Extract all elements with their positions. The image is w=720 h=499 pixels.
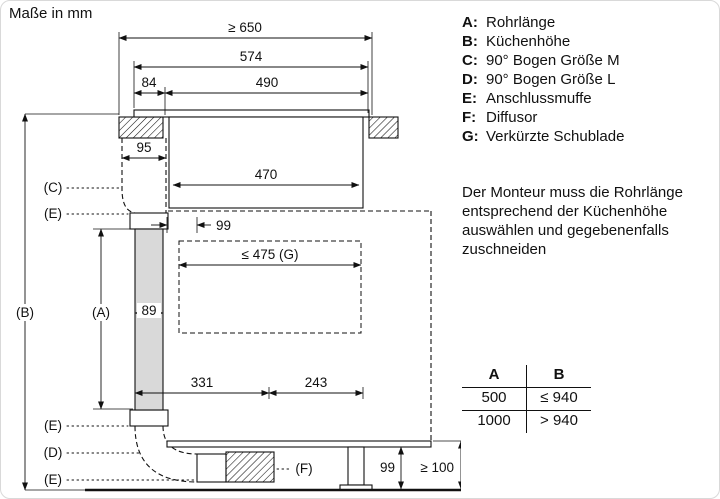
dim-label-duct-width: 89: [141, 303, 156, 318]
bend-d-dashed: [134, 425, 198, 483]
dimension-hob-width: 574: [133, 49, 369, 113]
vertical-duct: [134, 228, 164, 411]
dimension-bottom-widths: 331 243: [134, 375, 364, 399]
dim-label-plenum-width: 470: [255, 167, 278, 182]
dim-label-offset-right: 490: [256, 75, 279, 90]
legend-item: E: Anschlussmuffe: [462, 89, 624, 108]
connector-sleeve-bottom: [129, 409, 169, 427]
bend-c-dashed: [121, 138, 167, 214]
label-a: (A): [92, 305, 110, 320]
label-c: (C): [44, 180, 63, 195]
legend-item-label: Diffusor: [486, 109, 538, 126]
dimension-bend-depth: 95: [121, 140, 167, 161]
dim-label-bottom-left: 331: [191, 375, 214, 390]
legend-item-key: E:: [462, 90, 477, 107]
label-e-mid: (E): [44, 418, 62, 433]
dimension-offsets: 84 490: [133, 75, 369, 115]
dim-label-duct-top-depth: 99: [216, 218, 231, 233]
diffusor: [225, 451, 275, 483]
size-table-cell: 500: [462, 387, 527, 411]
legend-item-key: C:: [462, 52, 478, 69]
legend-item: C: 90° Bogen Größe M: [462, 51, 624, 70]
duct-end-piece: [196, 453, 227, 483]
size-table-cell: ≤ 940: [540, 389, 578, 406]
technical-drawing: ≥ 650 574 84 490 95 470: [8, 20, 461, 492]
legend-item-label: Verkürzte Schublade: [486, 128, 625, 145]
size-table-header-a: A: [462, 365, 527, 388]
dim-label-top-width: ≥ 650: [228, 20, 262, 35]
installer-note: Der Monteur muss die Rohrlänge entsprech…: [462, 184, 683, 258]
dimension-kitchen-height: (B): [8, 113, 119, 491]
label-b: (B): [16, 305, 34, 320]
size-table-row: 500 ≤ 940: [462, 387, 591, 411]
dimension-plinth-height: 99: [367, 446, 407, 490]
label-f: (F): [295, 461, 312, 476]
dim-label-hob-width: 574: [240, 49, 263, 64]
page-title: Maße in mm: [9, 5, 93, 22]
dimension-plenum-width: 470: [172, 167, 360, 188]
cabinet-foot: [339, 446, 373, 491]
cabinet-bottom-shelf: [166, 440, 432, 448]
dim-label-offset-left: 84: [141, 75, 157, 90]
dim-label-plinth-height: 99: [380, 460, 395, 475]
label-e-top: (E): [44, 206, 62, 221]
size-table-row: 1000 > 940: [462, 410, 591, 433]
dimension-top-width: ≥ 650: [118, 20, 373, 115]
dim-label-plinth-min: ≥ 100: [420, 460, 454, 475]
dimension-duct-width: 89: [134, 303, 164, 318]
legend-item-label: 90° Bogen Größe L: [486, 71, 616, 88]
dimension-plinth-min: ≥ 100: [420, 440, 461, 490]
hob-unit: [133, 109, 370, 209]
dimension-drawer-width: ≤ 475 (G): [178, 247, 362, 268]
drawer-outline-dashed: [178, 240, 362, 334]
size-table-header-row: A B: [462, 365, 591, 388]
legend-item: A: Rohrlänge: [462, 13, 624, 32]
dim-label-bend-depth: 95: [136, 140, 151, 155]
legend-item: D: 90° Bogen Größe L: [462, 70, 624, 89]
worktop-hatched: [118, 116, 399, 139]
legend-item-key: D:: [462, 71, 478, 88]
legend-item-key: F:: [462, 109, 477, 126]
legend-item-label: 90° Bogen Größe M: [486, 52, 620, 69]
size-table-header-b: B: [553, 366, 565, 383]
legend-item: F: Diffusor: [462, 108, 624, 127]
dim-label-bottom-right: 243: [305, 375, 328, 390]
legend-item-label: Küchenhöhe: [486, 33, 571, 50]
size-table: A B 500 ≤ 940 1000 > 940: [462, 365, 591, 433]
legend-item-label: Anschlussmuffe: [486, 90, 592, 107]
connector-sleeve-top: [129, 212, 169, 230]
dimension-duct-top-depth: 99: [151, 217, 231, 233]
dimension-pipe-length: (A): [85, 228, 133, 410]
label-e-bottom: (E): [44, 472, 62, 487]
legend: A: Rohrlänge B: Küchenhöhe C: 90° Bogen …: [462, 13, 624, 146]
part-labels: (C) (E) (E) (D) (E) (F): [44, 180, 313, 487]
size-table-cell: > 940: [540, 412, 578, 429]
dim-label-drawer-width: ≤ 475 (G): [242, 247, 299, 262]
label-d: (D): [44, 445, 63, 460]
legend-item-key: G:: [462, 128, 479, 145]
legend-item: B: Küchenhöhe: [462, 32, 624, 51]
legend-item-label: Rohrlänge: [486, 14, 556, 31]
legend-item: G: Verkürzte Schublade: [462, 127, 624, 146]
legend-item-key: A:: [462, 14, 478, 31]
size-table-cell: 1000: [462, 410, 527, 433]
cabinet-outline-dashed: [168, 210, 432, 441]
legend-item-key: B:: [462, 33, 478, 50]
